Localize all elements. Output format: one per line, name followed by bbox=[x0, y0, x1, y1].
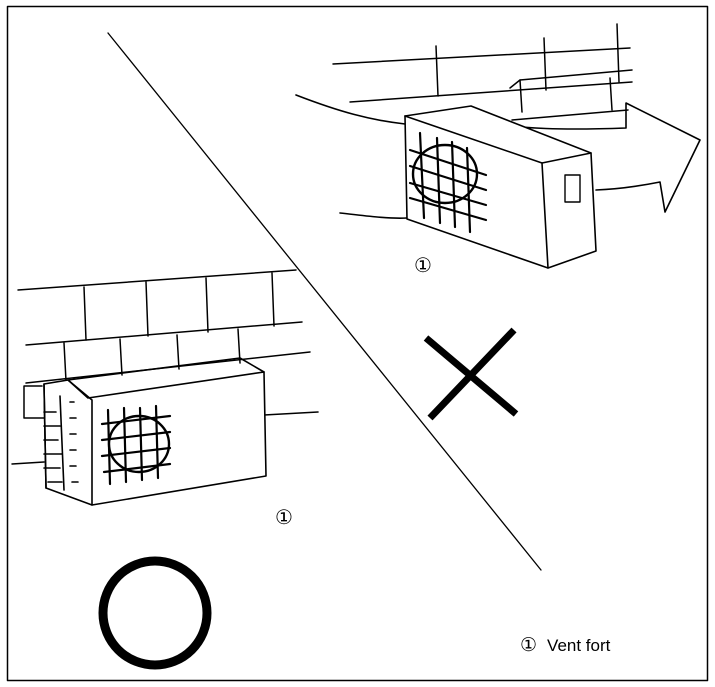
brick-wall-top bbox=[332, 23, 633, 121]
frame-border bbox=[6, 5, 709, 682]
fan-grille-bottom bbox=[100, 404, 172, 486]
fan-grille-top bbox=[408, 131, 488, 234]
mounting-bracket bbox=[11, 385, 319, 465]
cross-icon bbox=[423, 327, 519, 421]
callout-number-bottom: ① bbox=[275, 507, 293, 529]
windbreak-panel bbox=[43, 395, 79, 491]
legend-number: ① bbox=[520, 635, 538, 656]
legend: ① Vent fort bbox=[520, 636, 610, 655]
legend-text: Vent fort bbox=[547, 636, 611, 655]
outdoor-unit-top bbox=[404, 105, 597, 269]
outdoor-unit-bottom bbox=[43, 357, 267, 506]
callout-number-top: ① bbox=[414, 255, 432, 277]
brick-wall-bottom bbox=[17, 269, 311, 384]
diagonal-divider bbox=[107, 32, 542, 571]
circle-icon bbox=[98, 556, 212, 670]
